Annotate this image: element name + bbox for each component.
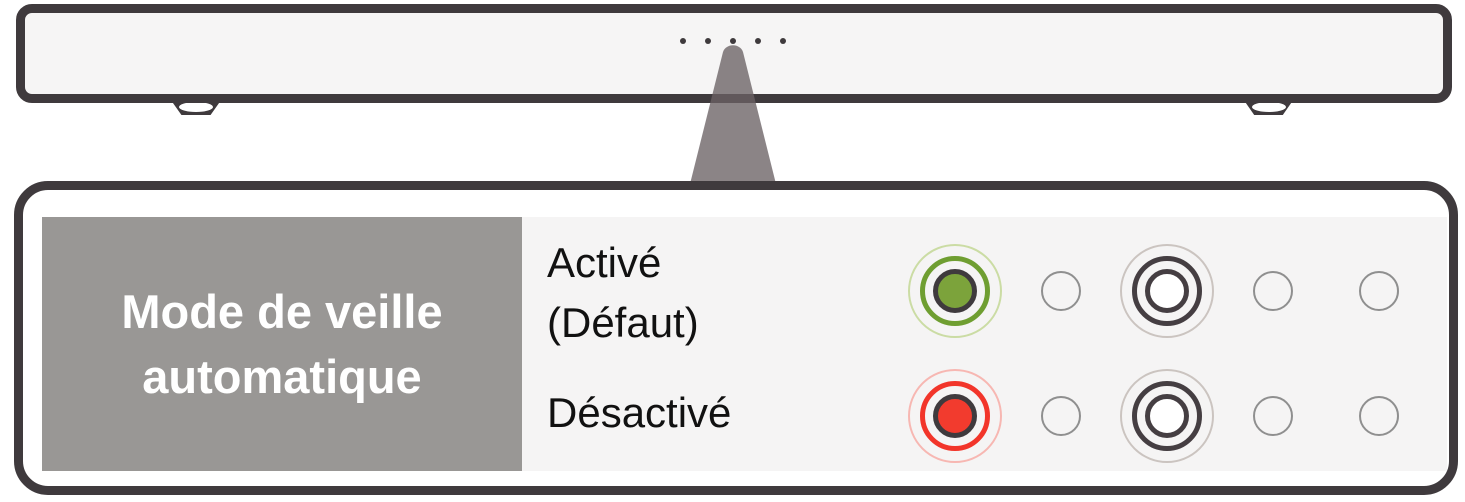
state-label-line: Activé	[547, 239, 662, 286]
led-off-ring	[1041, 271, 1081, 311]
led-off-ring	[1041, 396, 1081, 436]
state-label-line: (Défaut)	[547, 299, 699, 346]
led-off-ring	[1253, 271, 1293, 311]
led-off	[1220, 363, 1326, 469]
callout-panel: Mode de veille automatique Activé (Défau…	[14, 181, 1458, 495]
led-ring	[920, 381, 990, 451]
led-off-ring	[1359, 271, 1399, 311]
led-red-on	[902, 363, 1008, 469]
led-core	[933, 269, 977, 313]
state-label-active: Activé (Défaut)	[547, 233, 699, 353]
led-off	[1008, 363, 1114, 469]
led-ring	[1132, 256, 1202, 326]
device-led-dot	[730, 38, 736, 44]
device-led-dot	[780, 38, 786, 44]
state-label-inactive: Désactivé	[547, 383, 731, 443]
led-off	[1326, 238, 1432, 344]
device-led-dot	[680, 38, 686, 44]
led-row-inactive	[902, 363, 1432, 469]
led-core	[1145, 394, 1189, 438]
callout-pointer-icon	[690, 45, 776, 184]
led-ring	[920, 256, 990, 326]
led-glow-ring	[1120, 369, 1214, 463]
callout-content: Mode de veille automatique Activé (Défau…	[42, 217, 1447, 471]
led-off-ring	[1359, 396, 1399, 436]
led-row-active	[902, 238, 1432, 344]
led-ring	[1132, 381, 1202, 451]
setting-label: Mode de veille automatique	[42, 217, 522, 471]
led-white-on	[1114, 238, 1220, 344]
foot-notch	[1251, 102, 1286, 112]
led-off	[1008, 238, 1114, 344]
led-off-ring	[1253, 396, 1293, 436]
setting-label-line: automatique	[142, 350, 422, 403]
led-indicator-dots	[680, 38, 786, 44]
led-glow-ring	[908, 369, 1002, 463]
state-label-line: Désactivé	[547, 389, 732, 436]
led-core	[1145, 269, 1189, 313]
led-core	[933, 394, 977, 438]
led-glow-ring	[1120, 244, 1214, 338]
led-white-on	[1114, 363, 1220, 469]
led-green-on	[902, 238, 1008, 344]
device-led-dot	[705, 38, 711, 44]
setting-label-line: Mode de veille	[121, 285, 443, 338]
led-glow-ring	[908, 244, 1002, 338]
led-off	[1326, 363, 1432, 469]
foot-notch	[179, 102, 213, 112]
device-led-dot	[755, 38, 761, 44]
led-off	[1220, 238, 1326, 344]
